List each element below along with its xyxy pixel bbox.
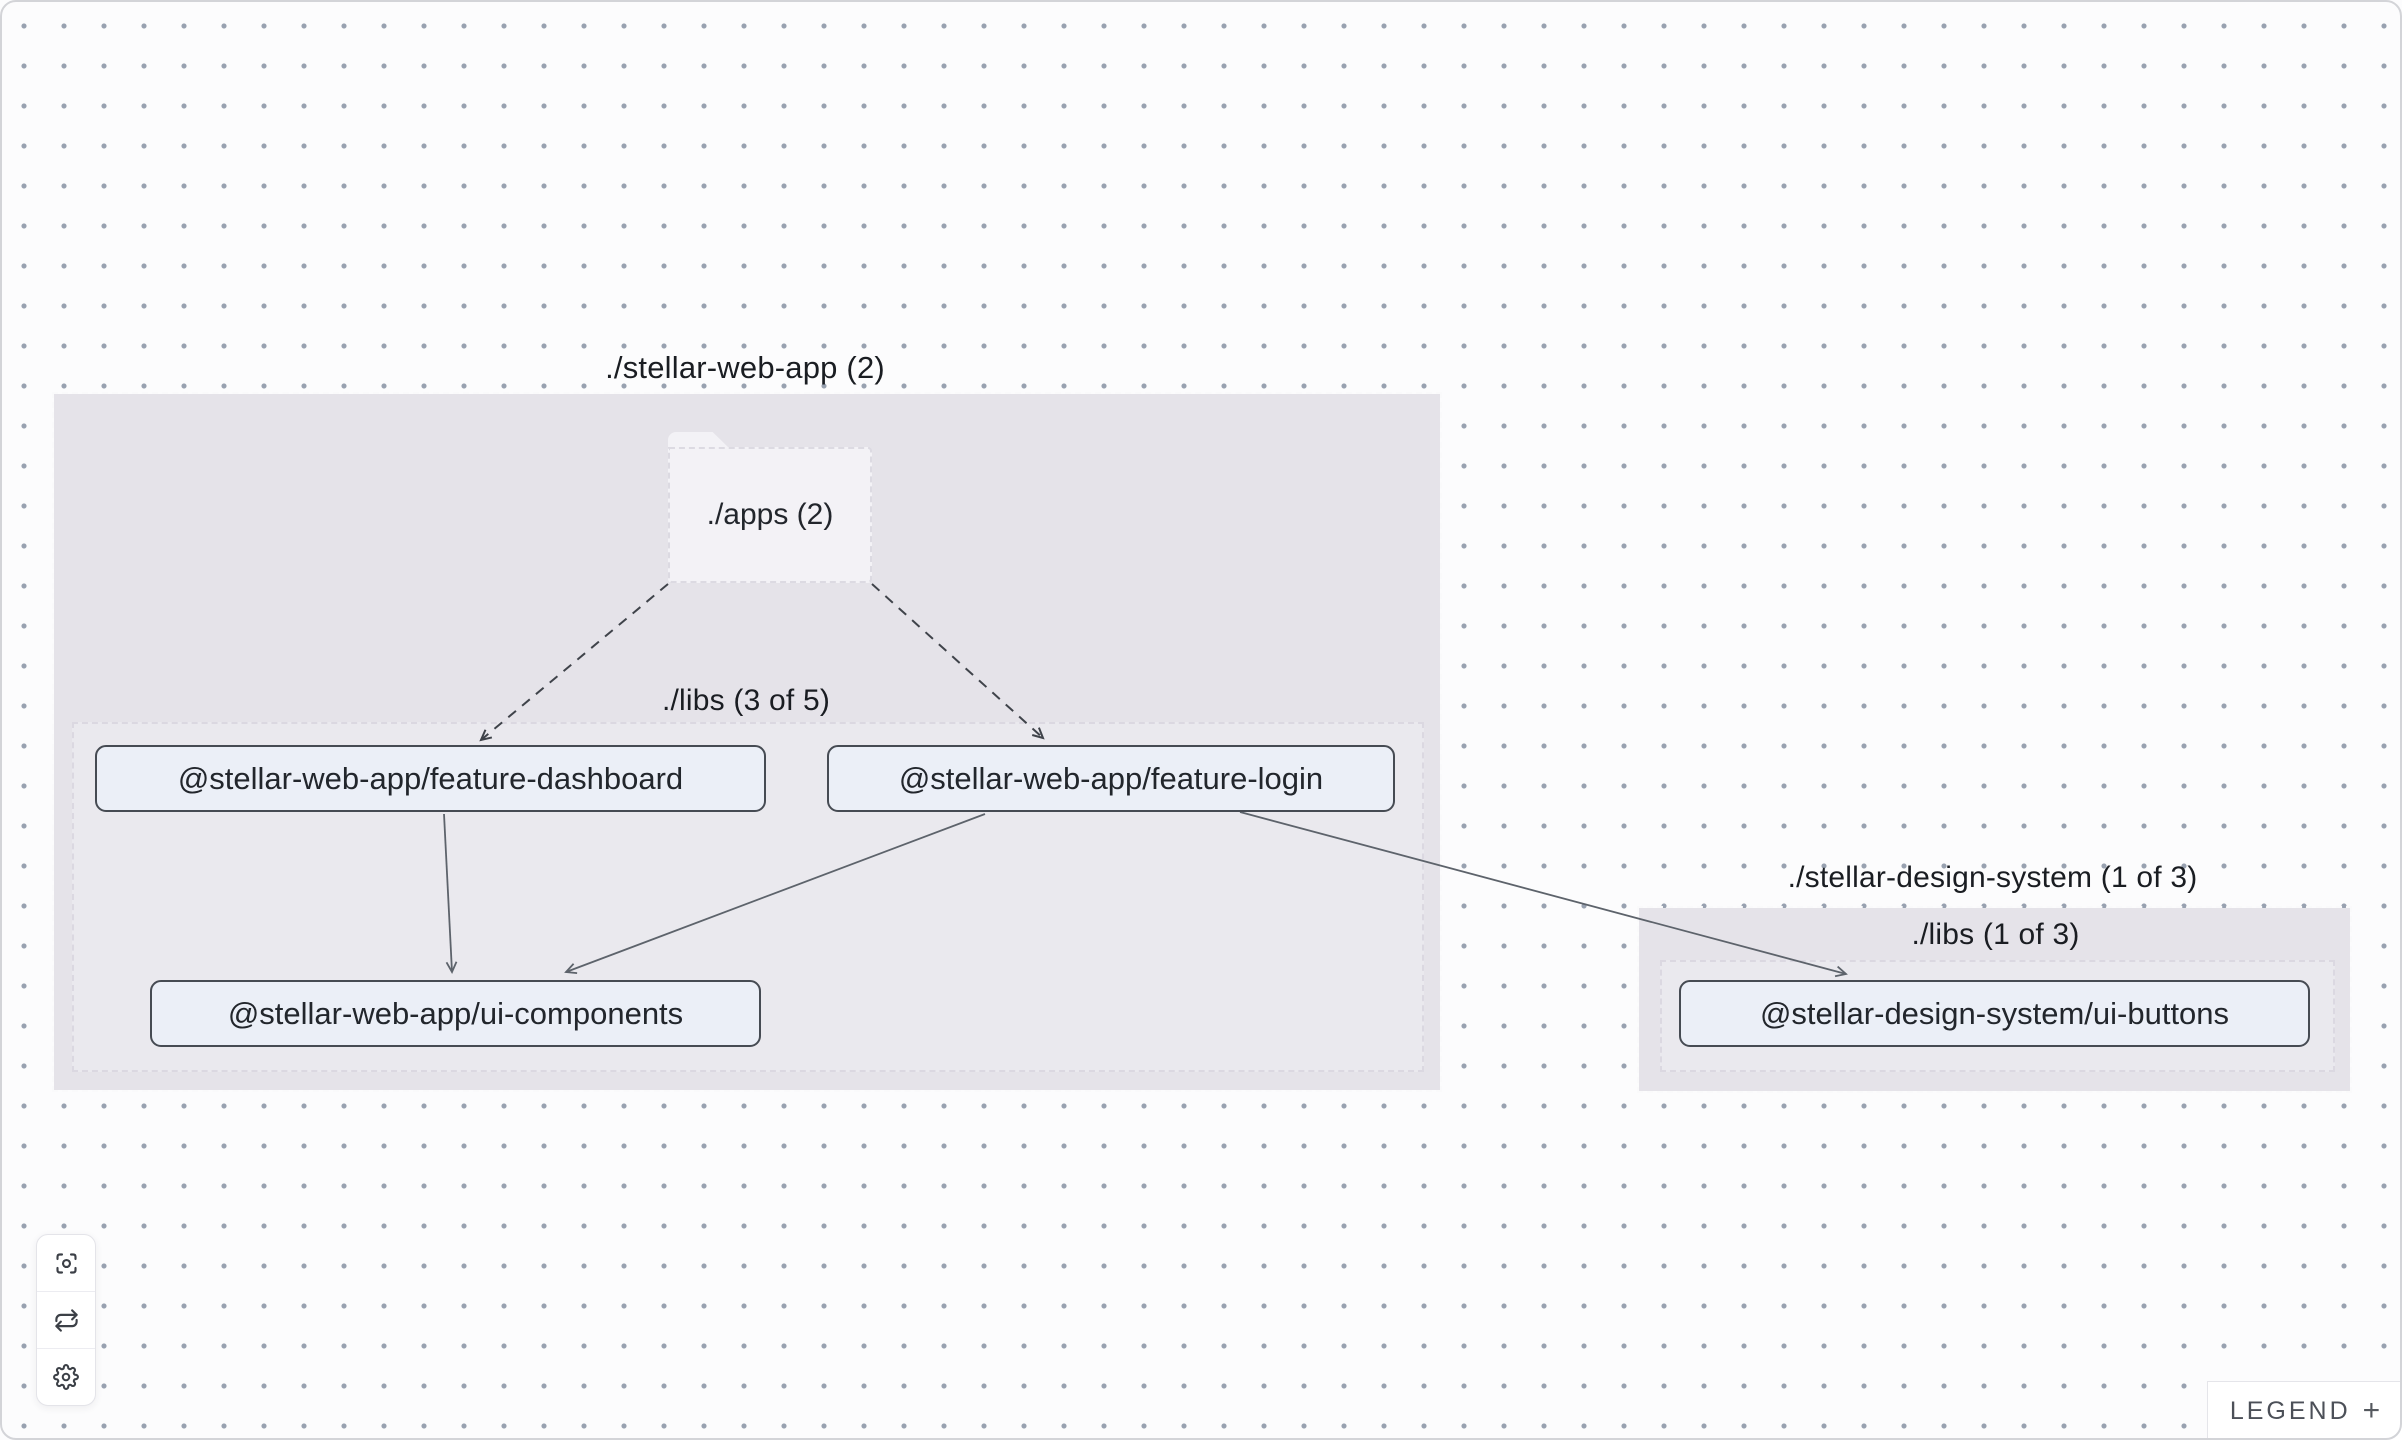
folder-node-apps[interactable]: ./apps (2) <box>668 432 872 583</box>
node-ui-buttons[interactable]: @stellar-design-system/ui-buttons <box>1679 980 2310 1047</box>
refresh-button[interactable] <box>37 1291 95 1348</box>
folder-label: ./apps (2) <box>706 498 834 531</box>
subgroup-label-libs-web-app: ./libs (3 of 5) <box>661 684 831 717</box>
graph-toolbar <box>36 1234 96 1406</box>
legend-toggle[interactable]: LEGEND + <box>2207 1381 2402 1440</box>
gear-icon <box>53 1364 79 1390</box>
group-title-stellar-web-app: ./stellar-web-app (2) <box>605 350 885 385</box>
edge-feature-login-to-ui-buttons[interactable] <box>1239 811 1848 978</box>
legend-label: LEGEND <box>2229 1396 2351 1425</box>
edge-feature-login-to-ui-components[interactable] <box>564 813 986 975</box>
node-feature-dashboard[interactable]: @stellar-web-app/feature-dashboard <box>95 745 766 812</box>
node-feature-login[interactable]: @stellar-web-app/feature-login <box>827 745 1395 812</box>
edge-feature-dashboard-to-ui-components[interactable] <box>443 813 458 975</box>
edge-apps-to-feature-dashboard[interactable] <box>479 583 669 742</box>
edge-apps-to-feature-login[interactable] <box>871 583 1045 740</box>
node-ui-components[interactable]: @stellar-web-app/ui-components <box>150 980 761 1047</box>
refresh-icon <box>54 1308 78 1332</box>
focus-icon <box>55 1252 77 1274</box>
focus-button[interactable] <box>37 1235 95 1291</box>
group-title-stellar-design-system: ./stellar-design-system (1 of 3) <box>1787 861 2198 894</box>
settings-button[interactable] <box>37 1348 95 1405</box>
folder-body: ./apps (2) <box>668 447 872 583</box>
subgroup-label-libs-design-system: ./libs (1 of 3) <box>1911 918 2080 951</box>
folder-tab <box>668 432 730 449</box>
plus-icon: + <box>2362 1394 2381 1427</box>
